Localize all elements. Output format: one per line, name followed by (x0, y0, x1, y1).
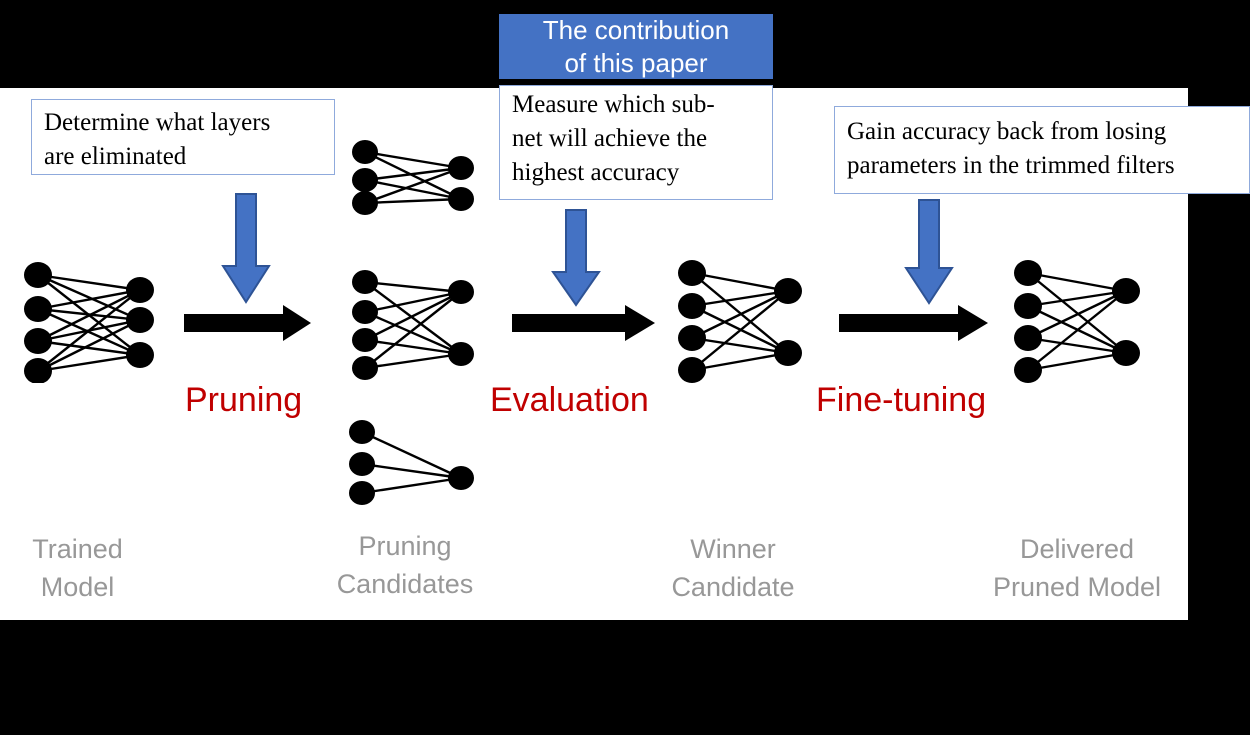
network-delivered-pruned-model (1008, 258, 1140, 383)
down-arrow-pruning (221, 192, 271, 305)
network-pruning-candidate-1-svg (352, 140, 474, 215)
network-trained-model (18, 258, 158, 384)
network-delivered-pruned-model-svg (1014, 260, 1140, 383)
right-arrow-fine-tuning (838, 303, 990, 343)
network-edges (361, 430, 462, 495)
network-pruning-candidate-3-svg (349, 420, 474, 505)
caption-trained-model: Trained Model (32, 534, 123, 602)
network-trained-model-svg (24, 262, 154, 384)
network-nodes (349, 420, 474, 505)
network-edges (1027, 271, 1127, 372)
network-nodes (352, 140, 474, 215)
description-box-gain: Gain accuracy back from losing parameter… (834, 106, 1250, 194)
right-arrow-fine-tuning-svg (839, 305, 988, 341)
network-winner-candidate (672, 258, 802, 383)
network-edges (691, 271, 789, 372)
right-arrow-evaluation-svg (512, 305, 655, 341)
network-edges (364, 150, 462, 205)
down-arrow-fine-tuning (904, 198, 954, 306)
network-edges (364, 280, 462, 370)
network-nodes (24, 262, 154, 384)
network-pruning-candidate-1 (345, 140, 475, 215)
right-arrow-pruning (183, 303, 313, 343)
down-arrow-pruning-svg (221, 193, 271, 304)
network-pruning-candidate-2-svg (352, 270, 474, 380)
network-pruning-candidate-3 (345, 420, 475, 505)
network-edges (37, 273, 141, 373)
contribution-callout: The contribution of this paper (499, 14, 773, 79)
description-box-measure: Measure which sub- net will achieve the … (499, 85, 773, 200)
down-arrow-evaluation-svg (551, 209, 601, 307)
caption-pruning-candidates: Pruning Candidates (336, 531, 474, 599)
down-arrow-evaluation (551, 208, 601, 308)
network-nodes (678, 260, 802, 383)
network-nodes (1014, 260, 1140, 383)
right-arrow-evaluation (511, 303, 657, 343)
right-arrow-pruning-svg (184, 305, 311, 341)
network-pruning-candidate-2 (345, 270, 475, 380)
network-nodes (352, 270, 474, 380)
step-label-pruning: Pruning (185, 381, 303, 419)
description-box-determine: Determine what layers are eliminated (31, 99, 335, 175)
down-arrow-fine-tuning-svg (904, 199, 954, 305)
step-label-fine-tuning: Fine-tuning (816, 381, 987, 419)
step-label-evaluation: Evaluation (490, 381, 649, 419)
network-winner-candidate-svg (678, 260, 802, 383)
caption-winner-candidate: Winner Candidate (671, 534, 795, 602)
caption-delivered-pruned-model: Delivered Pruned Model (992, 534, 1162, 602)
